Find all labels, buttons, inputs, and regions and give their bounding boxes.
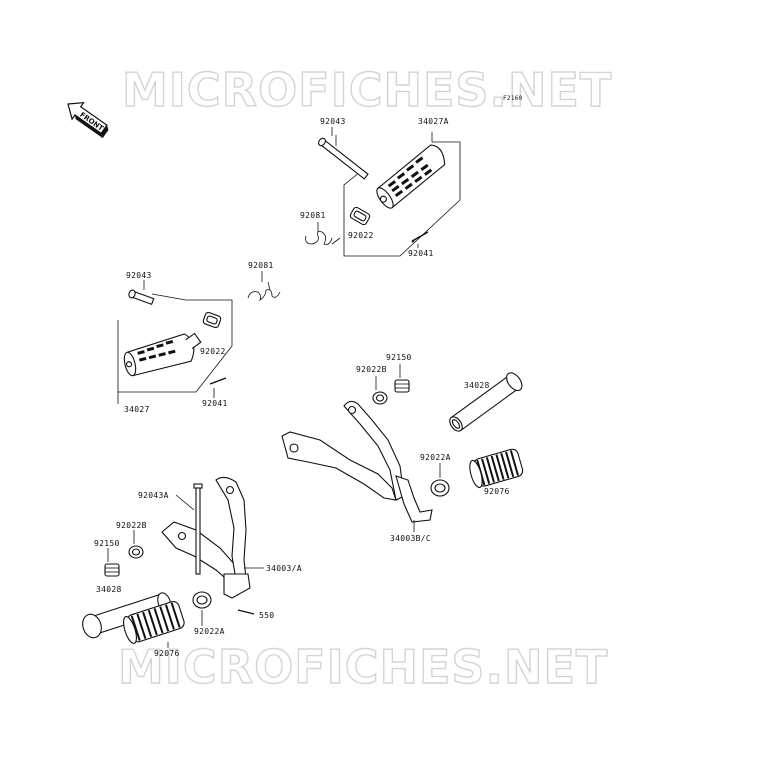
label-92022-left: 92022	[200, 347, 226, 356]
label-92022a-right: 92022A	[420, 453, 451, 462]
spring-icon	[247, 281, 281, 302]
label-92081-top: 92081	[300, 211, 326, 220]
spring-icon	[305, 231, 341, 245]
label-34003a: 34003/A	[266, 564, 302, 573]
label-92041-left: 92041	[202, 399, 228, 408]
label-34028-left: 34028	[96, 585, 122, 594]
label-92043a: 92043A	[138, 491, 169, 500]
front-arrow-icon: FRONT	[67, 101, 109, 139]
label-34027a: 34027A	[418, 117, 449, 126]
label-550: 550	[259, 611, 274, 620]
label-92150-right: 92150	[386, 353, 412, 362]
label-92043-left: 92043	[126, 271, 152, 280]
top-footpeg-assembly	[305, 132, 461, 257]
label-92043-top: 92043	[320, 117, 346, 126]
label-92022-top: 92022	[348, 231, 374, 240]
label-92076-left: 92076	[154, 649, 180, 658]
label-92022b-right: 92022B	[356, 365, 387, 374]
left-footpeg-assembly	[117, 280, 281, 404]
watermark-bottom: MICROFICHES.NET	[118, 640, 608, 694]
label-92150-left: 92150	[94, 539, 120, 548]
label-92022b-left: 92022B	[116, 521, 147, 530]
left-stand-bracket	[82, 476, 255, 644]
label-92022a-left: 92022A	[194, 627, 225, 636]
label-34003bc: 34003B/C	[390, 534, 431, 543]
label-92076-right: 92076	[484, 487, 510, 496]
right-stand-bracket	[281, 372, 524, 523]
watermark-top: MICROFICHES.NET	[122, 63, 612, 117]
diagram-code: F2160	[503, 95, 523, 102]
label-34027: 34027	[124, 405, 150, 414]
label-92041-top: 92041	[408, 249, 434, 258]
label-92081-left: 92081	[248, 261, 274, 270]
label-34028-right: 34028	[464, 381, 490, 390]
